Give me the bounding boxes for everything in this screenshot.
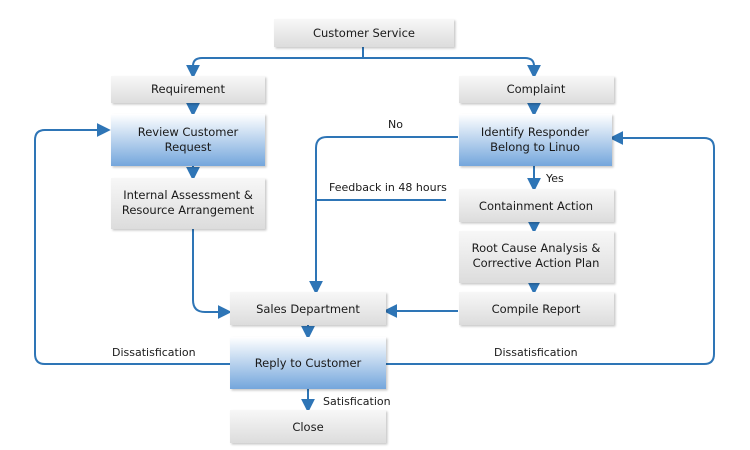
node-label-line2: Belong to Linuo	[490, 140, 580, 154]
node-reply-to-customer: Reply to Customer	[230, 337, 386, 389]
node-complaint: Complaint	[459, 76, 614, 103]
node-compile-report: Compile Report	[459, 292, 614, 325]
node-label: Sales Department	[256, 302, 360, 316]
connector-lines	[34, 47, 715, 413]
node-label: Complaint	[507, 82, 566, 96]
node-root-cause: Root Cause Analysis & Corrective Action …	[459, 231, 614, 283]
connector-dissatisfaction-left	[34, 123, 230, 365]
node-label: Requirement	[151, 82, 225, 96]
node-requirement: Requirement	[111, 76, 265, 103]
node-label: Compile Report	[492, 302, 581, 316]
node-internal-assessment: Internal Assessment & Resource Arrangeme…	[111, 178, 265, 229]
node-label-line1: Internal Assessment &	[123, 188, 253, 202]
node-customer-service: Customer Service	[274, 19, 454, 47]
node-close: Close	[230, 410, 386, 443]
node-review-request: Review Customer Request	[111, 114, 265, 166]
label-feedback: Feedback in 48 hours	[329, 181, 447, 194]
node-label-line1: Root Cause Analysis &	[472, 241, 601, 255]
label-dissatisfaction-right: Dissatisfication	[494, 346, 578, 359]
node-label-line1: Review Customer	[138, 125, 239, 139]
node-label-line1: Identify Responder	[481, 125, 590, 139]
node-label: Close	[292, 420, 323, 434]
node-label-line2: Request	[165, 140, 212, 154]
connector-identify-no	[309, 136, 458, 295]
node-label: Containment Action	[479, 199, 593, 213]
connector-dissatisfaction-right	[386, 131, 715, 365]
node-containment-action: Containment Action	[459, 189, 614, 222]
node-label-line2: Resource Arrangement	[122, 203, 255, 217]
node-identify-responder: Identify Responder Belong to Linuo	[459, 114, 612, 166]
node-label: Customer Service	[313, 26, 415, 40]
node-label: Reply to Customer	[255, 356, 362, 370]
node-sales-department: Sales Department	[230, 292, 386, 325]
label-dissatisfaction-left: Dissatisfication	[112, 346, 196, 359]
connector-cs-to-requirement	[186, 57, 363, 79]
label-satisfaction: Satisfication	[323, 395, 391, 408]
connector-cs-to-complaint	[363, 57, 541, 79]
label-no: No	[388, 118, 403, 131]
label-yes: Yes	[545, 172, 564, 185]
node-label-line2: Corrective Action Plan	[473, 256, 600, 270]
connector-assessment-to-sales	[192, 229, 232, 319]
